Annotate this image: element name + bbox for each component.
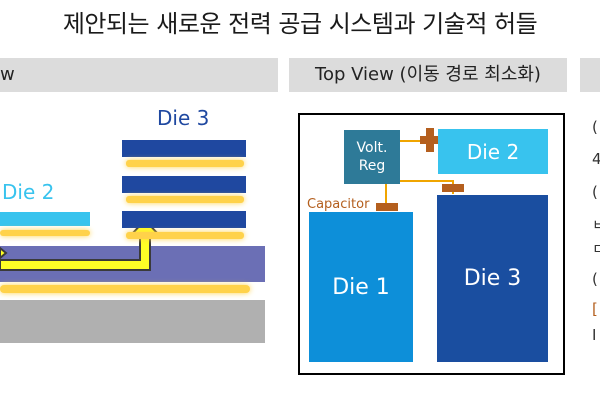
right-fragment-3: ( <box>592 183 598 201</box>
base-substrate <box>0 300 265 343</box>
right-fragment-6: ( <box>592 270 598 288</box>
die3-layer-2 <box>122 176 246 193</box>
page-title: 제안되는 새로운 전력 공급 시스템과 기술적 허들 <box>62 10 538 38</box>
right-fragment-5: ㅁ <box>592 240 600 258</box>
die3-glow-2 <box>126 196 244 203</box>
right-fragment-1: ( <box>592 118 598 136</box>
volt-reg-box: Volt. Reg <box>344 130 400 184</box>
side-view-header: w <box>0 58 278 92</box>
die3-glow-1 <box>126 160 244 167</box>
die3-glow-3 <box>126 232 244 239</box>
top-die1-box: Die 1 <box>309 212 413 362</box>
capacitor-die3 <box>442 184 464 192</box>
capacitor-label: Capacitor <box>307 197 370 212</box>
die3-layer-1 <box>122 140 246 157</box>
side-die2-chip <box>0 212 90 226</box>
top-die3-label: Die 3 <box>463 266 522 291</box>
capacitor-die2-pad <box>420 136 440 144</box>
volt-reg-label: Volt. Reg <box>356 140 388 174</box>
top-die3-box: Die 3 <box>437 195 548 362</box>
top-die2-label: Die 2 <box>466 139 520 164</box>
top-view-header: Top View (이동 경로 최소화) <box>289 58 567 92</box>
right-panel-header <box>580 58 600 92</box>
die3-layer-3 <box>122 211 246 228</box>
side-die2-glow <box>0 230 90 236</box>
wire-to-die2 <box>400 140 438 142</box>
right-fragment-8: I <box>592 326 597 344</box>
power-glow-line <box>0 285 250 293</box>
side-die3-label: Die 3 <box>157 106 210 130</box>
wire-to-die1 <box>385 184 387 210</box>
capacitor-die1 <box>376 203 398 211</box>
wire-to-die3 <box>400 180 454 182</box>
side-die2-label: Die 2 <box>2 180 55 204</box>
right-fragment-7: [ <box>592 300 598 318</box>
right-fragment-4: ㅂ <box>592 216 600 234</box>
side-view-header-label: w <box>0 64 15 85</box>
top-die2-box: Die 2 <box>438 129 548 174</box>
top-view-header-label: Top View (이동 경로 최소화) <box>315 64 541 85</box>
top-die1-label: Die 1 <box>332 274 390 300</box>
right-fragment-2: 4 <box>592 150 600 168</box>
side-view-diagram: Die 2 Die 3 <box>0 100 280 400</box>
